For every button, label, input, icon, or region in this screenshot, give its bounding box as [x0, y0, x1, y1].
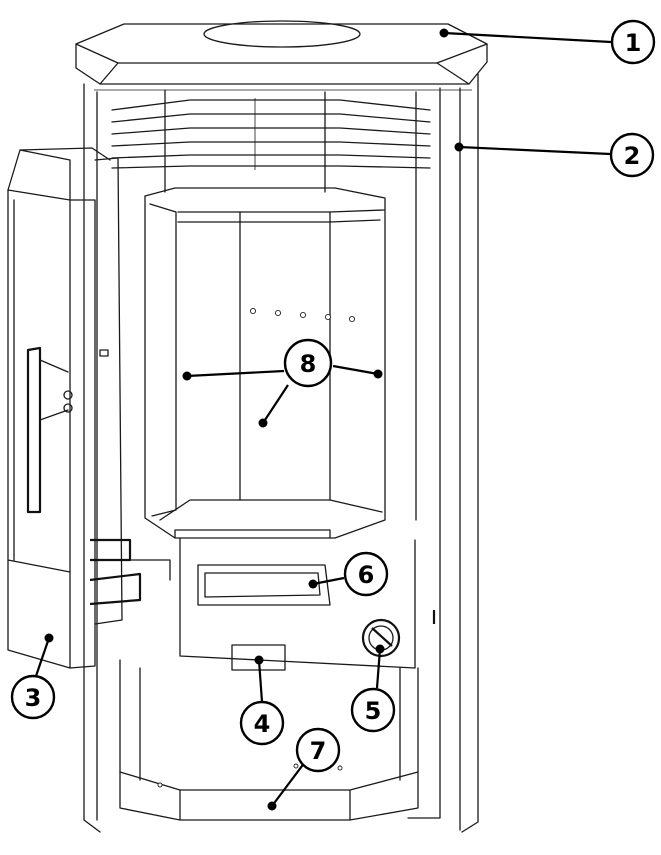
callout-6: 6	[343, 551, 389, 597]
callout-1: 1	[610, 19, 656, 65]
callout-5-label: 5	[365, 697, 382, 725]
lower-front	[179, 537, 436, 671]
stove-body	[83, 73, 479, 833]
callout-7: 7	[295, 727, 341, 773]
callout-3-label: 3	[25, 684, 42, 712]
callout-3: 3	[10, 674, 56, 720]
top-grille	[111, 98, 431, 170]
leaders	[34, 28, 612, 811]
callout-6-label: 6	[358, 561, 375, 589]
top-plate	[75, 20, 488, 91]
callout-7-label: 7	[310, 737, 327, 765]
door	[7, 147, 171, 669]
base-compartment	[119, 659, 419, 821]
firebox-window	[144, 187, 386, 539]
callout-2-label: 2	[624, 142, 641, 170]
callout-2: 2	[609, 132, 655, 178]
callout-1-label: 1	[625, 29, 642, 57]
callout-4-label: 4	[254, 710, 271, 738]
callout-8: 8	[283, 338, 333, 388]
callout-8-label: 8	[300, 350, 317, 378]
callout-4: 4	[239, 700, 285, 746]
callout-5: 5	[350, 687, 396, 733]
